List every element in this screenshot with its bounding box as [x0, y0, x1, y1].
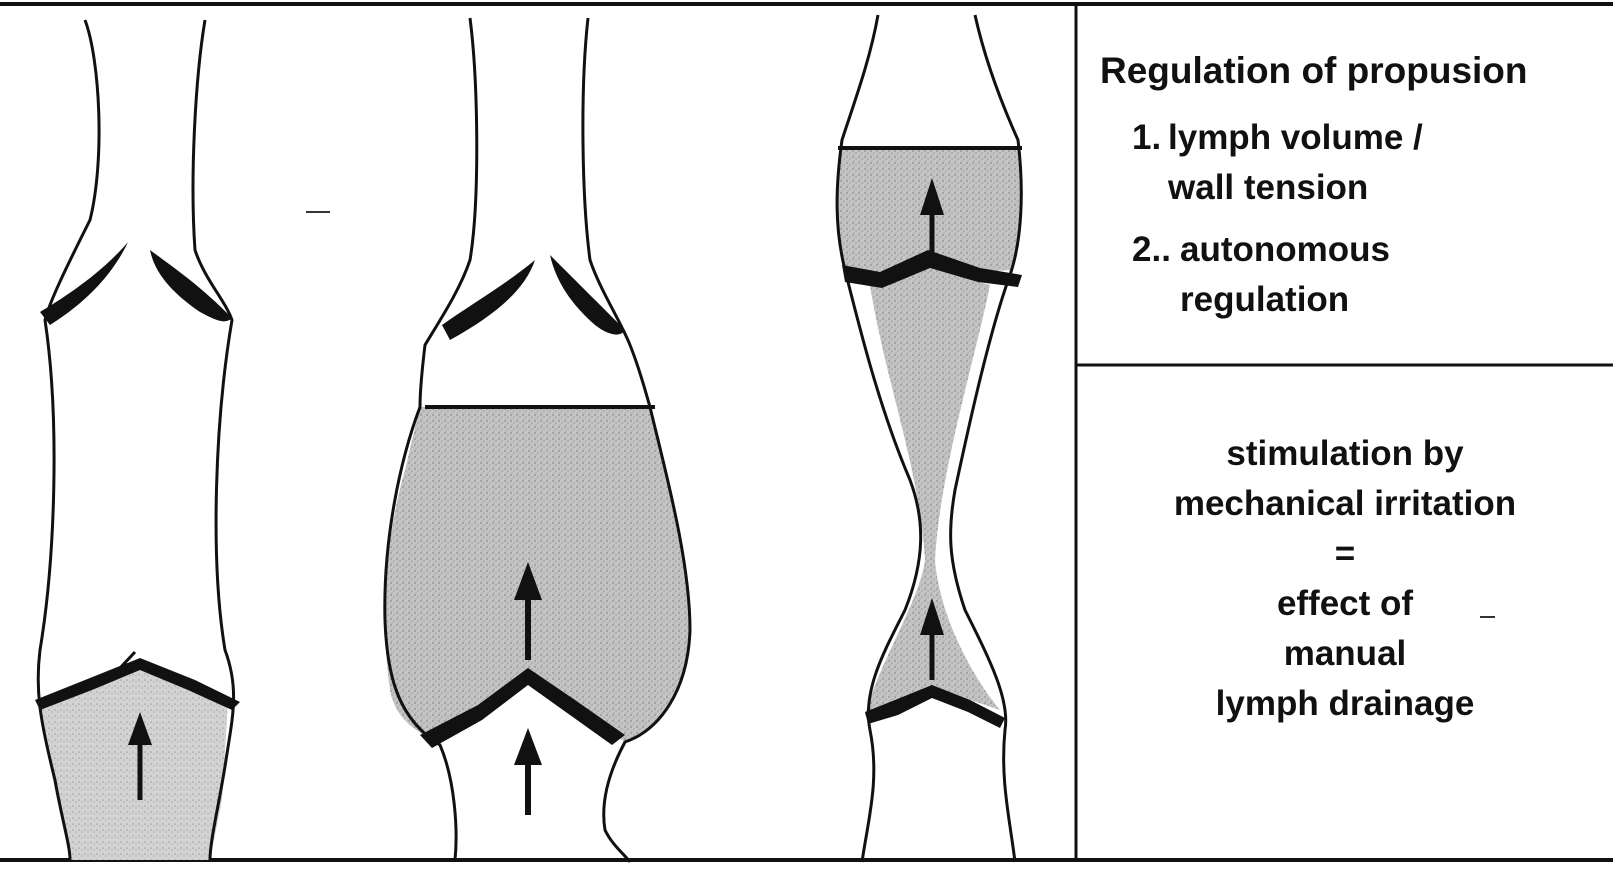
item-1-line-2: wall tension — [1168, 168, 1368, 208]
vessel-segment-2 — [385, 18, 690, 862]
item-1-line-1: lymph volume / — [1168, 118, 1423, 158]
panel-title: Regulation of propusion — [1100, 50, 1528, 92]
item-2-line-1: autonomous — [1180, 230, 1390, 270]
vessel-2-valve-left-leaflet — [442, 260, 535, 340]
effect-line-3: lymph drainage — [1080, 684, 1610, 724]
stimulation-line-1: stimulation by — [1080, 434, 1610, 474]
vessel-segment-3 — [837, 15, 1022, 862]
stimulation-line-2: mechanical irritation — [1080, 484, 1610, 524]
equals-sign: = — [1080, 534, 1610, 574]
effect-line-2: manual — [1080, 634, 1610, 674]
item-2-number: 2.. — [1132, 230, 1171, 270]
vessel-1-valve-right-leaflet — [150, 250, 232, 321]
regulation-of-propulsion-panel: Regulation of propusion 1. lymph volume … — [1080, 40, 1610, 360]
vessel-3-right-wall — [951, 15, 1022, 862]
item-2-line-2: regulation — [1180, 280, 1349, 320]
manual-lymph-drainage-panel: stimulation by mechanical irritation = e… — [1080, 372, 1610, 827]
vessel-1-valve-left-leaflet — [40, 242, 128, 325]
vessel-2-lower-flow-arrow — [514, 728, 542, 815]
effect-line-1: effect of — [1080, 584, 1610, 624]
vessel-2-valve-right-leaflet — [550, 255, 625, 335]
vessel-segment-1 — [35, 20, 240, 860]
item-1-number: 1. — [1132, 118, 1161, 158]
